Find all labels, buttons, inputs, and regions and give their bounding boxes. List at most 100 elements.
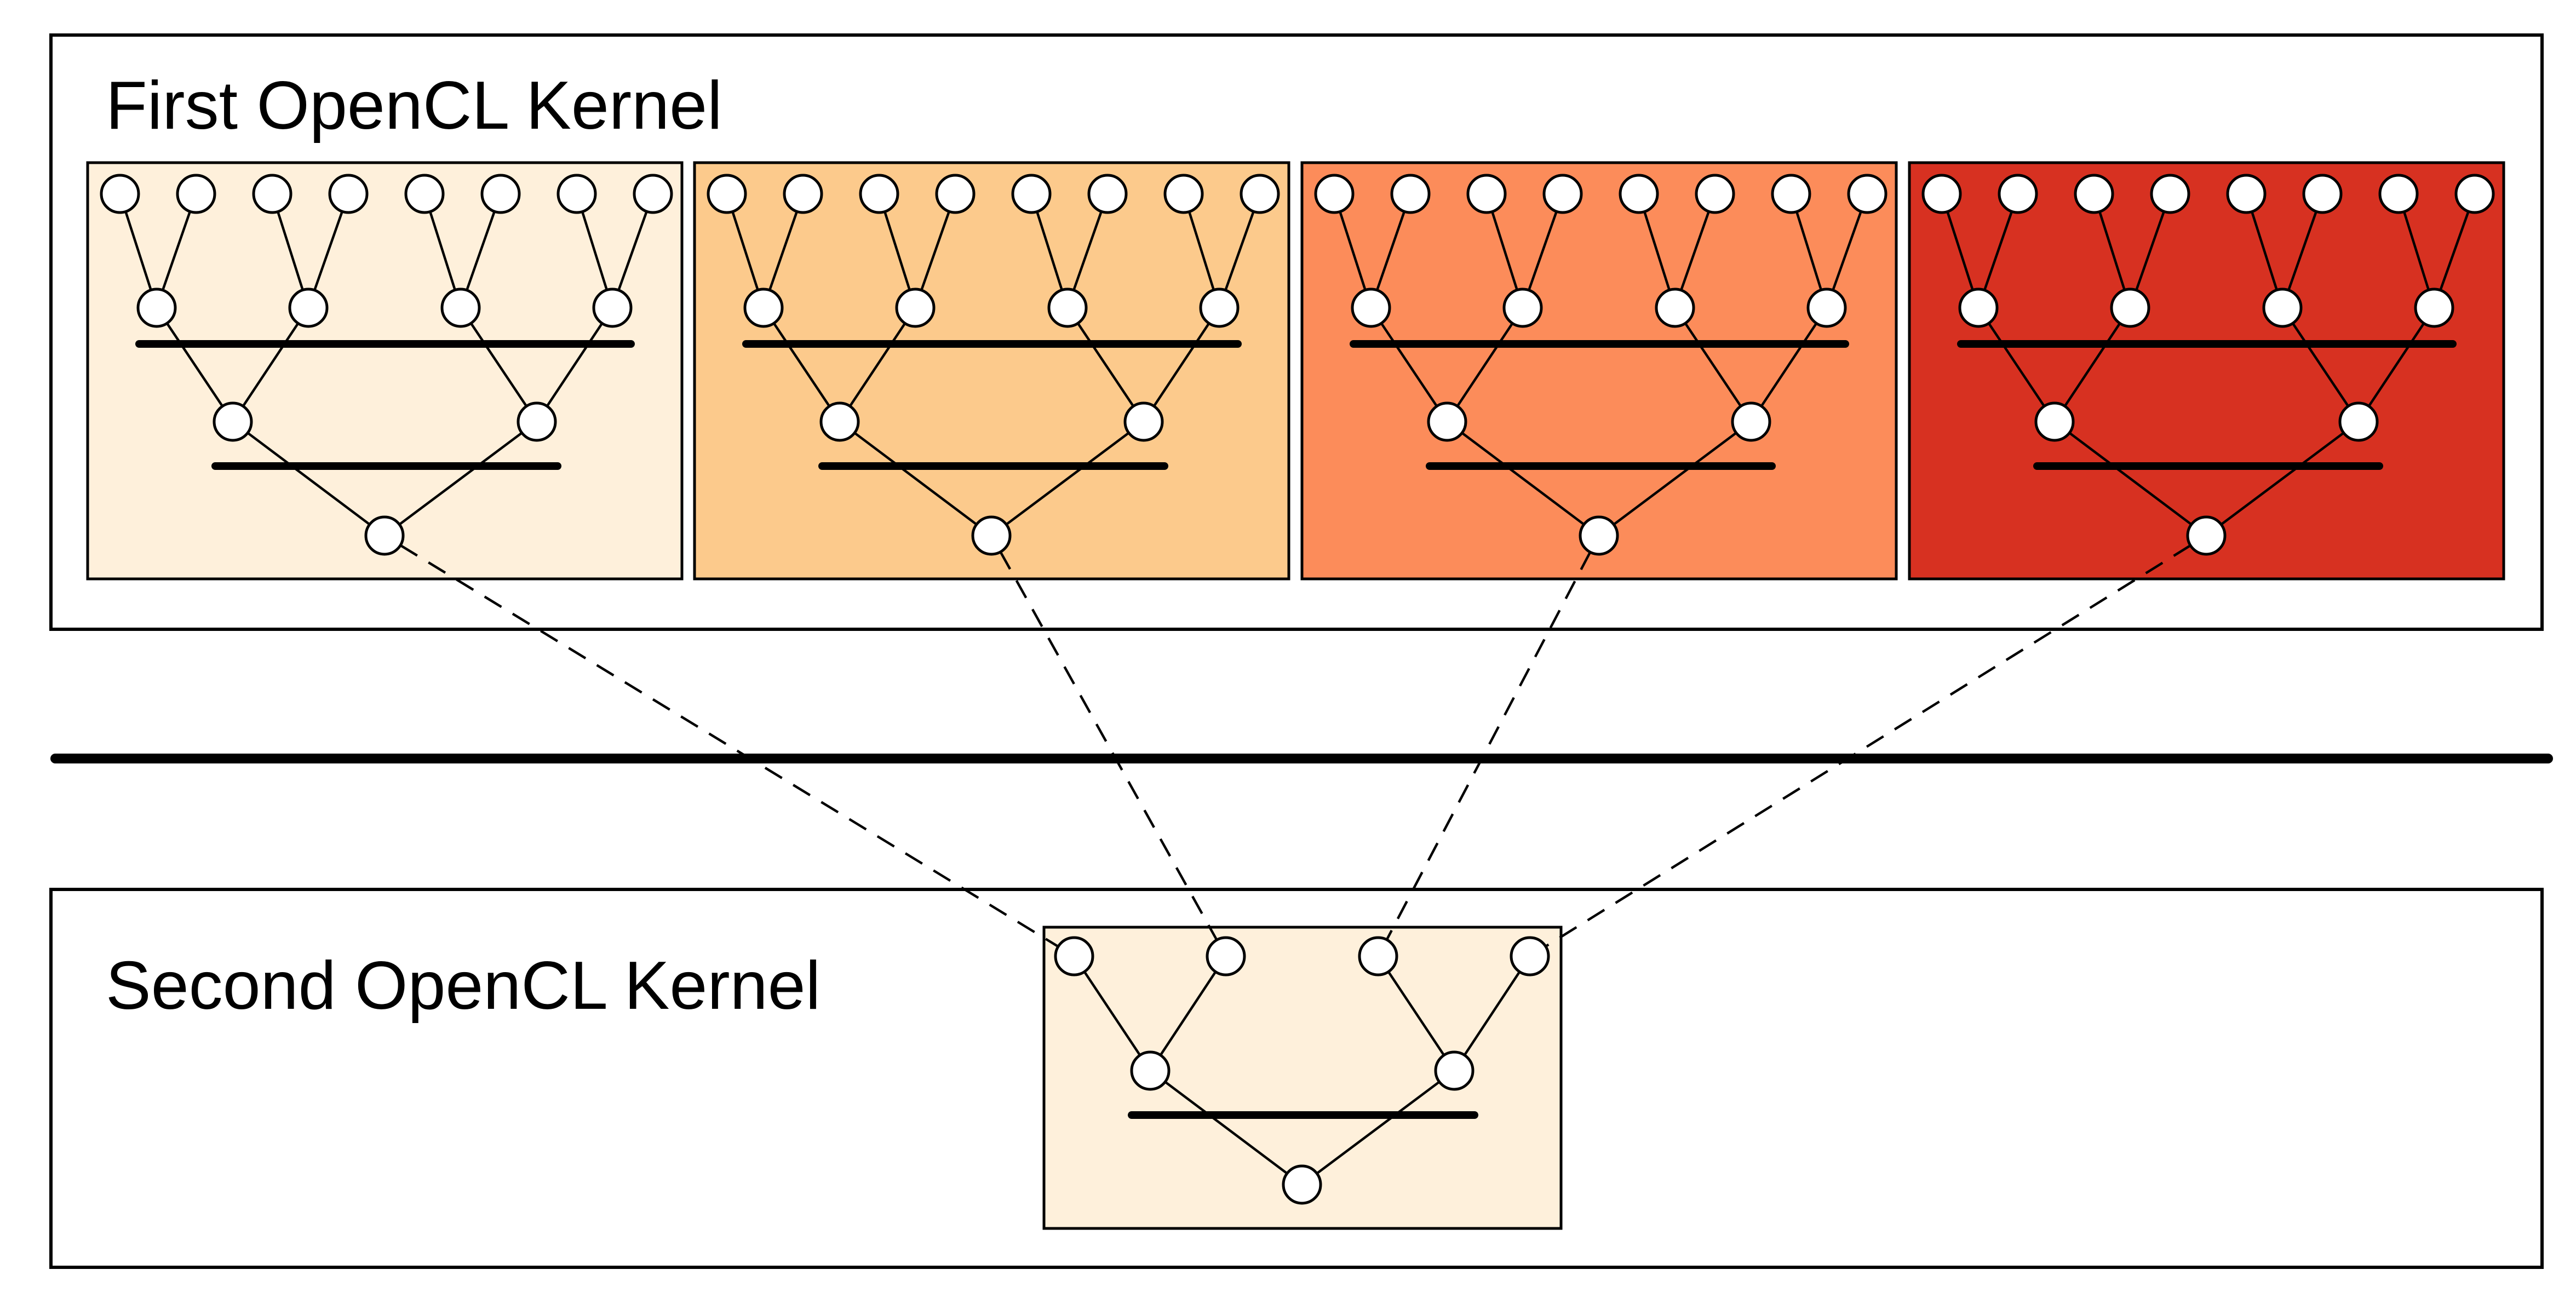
tree-edge — [1446, 421, 1600, 537]
tree-node — [1542, 174, 1583, 214]
tree-edge — [1453, 955, 1531, 1072]
tree-node — [1047, 288, 1088, 328]
tree-node — [783, 174, 823, 214]
tree-node — [1358, 936, 1398, 976]
tree-edge — [2053, 307, 2131, 423]
tree-node — [1510, 936, 1550, 976]
tree-edge — [1149, 955, 1227, 1072]
tree-node — [1958, 288, 1999, 328]
tree-edge — [1673, 193, 1717, 308]
tree-node — [2150, 174, 2190, 214]
second-work-group-tree — [1054, 936, 1550, 1205]
tree-node — [859, 174, 899, 214]
tree-edge — [1977, 307, 2056, 423]
tree-node — [328, 174, 369, 214]
tree-edge — [762, 307, 841, 423]
partial-result-links — [399, 544, 2191, 948]
tree-node — [440, 288, 481, 328]
first-kernel-panel: First OpenCL Kernel — [49, 33, 2544, 631]
work-group-box — [1908, 161, 2505, 581]
tree-edge — [460, 307, 538, 423]
tree-node — [2110, 288, 2150, 328]
tree-node — [2262, 288, 2303, 328]
work-group-2-tree — [707, 174, 1280, 556]
tree-node — [1199, 288, 1240, 328]
tree-edge — [1369, 193, 1412, 308]
tree-edge — [1066, 307, 1145, 423]
tree-node — [1314, 174, 1355, 214]
tree-node — [1130, 1050, 1171, 1091]
tree-node — [935, 174, 976, 214]
tree-node — [1054, 936, 1094, 976]
tree-node — [1655, 288, 1695, 328]
tree-edge — [1143, 307, 1220, 423]
tree-node — [1434, 1050, 1475, 1091]
first-kernel-title: First OpenCL Kernel — [106, 68, 722, 143]
work-group-1-tree — [100, 174, 673, 556]
work-group-4-tree — [1921, 174, 2495, 556]
tree-node — [592, 288, 633, 328]
tree-node — [252, 174, 292, 214]
second-kernel-work-groups — [1042, 926, 1563, 1230]
tree-edge — [1066, 193, 1109, 308]
tree-node — [2074, 174, 2114, 214]
second-kernel-title: Second OpenCL Kernel — [106, 948, 821, 1024]
tree-node — [1502, 288, 1543, 328]
tree-node — [1206, 936, 1246, 976]
tree-node — [1806, 288, 1847, 328]
tree-edge — [1750, 307, 1828, 423]
tree-edge — [1377, 955, 1455, 1072]
tree-edge — [990, 421, 1145, 537]
partial-result-link — [399, 544, 1059, 948]
partial-result-link — [1385, 552, 1592, 940]
tree-edge — [1521, 193, 1564, 308]
tree-node — [2302, 174, 2343, 214]
tree-node — [2226, 174, 2267, 214]
tree-node — [707, 174, 747, 214]
tree-edge — [1370, 307, 1448, 423]
tree-edge — [839, 421, 992, 537]
tree-edge — [611, 193, 655, 308]
tree-node — [2034, 401, 2075, 442]
tree-node — [288, 288, 329, 328]
tree-edge — [2205, 421, 2360, 537]
tree-edge — [914, 193, 957, 308]
tree-edge — [155, 193, 198, 308]
second-kernel-panel: Second OpenCL Kernel — [49, 888, 2544, 1269]
tree-node — [556, 174, 597, 214]
tree-node — [633, 174, 673, 214]
work-group-box — [693, 161, 1290, 581]
tree-edge — [1446, 307, 1524, 423]
tree-edge — [232, 421, 386, 537]
tree-node — [2378, 174, 2419, 214]
tree-node — [819, 401, 860, 442]
tree-node — [1695, 174, 1735, 214]
work-group-3 — [1300, 161, 1898, 581]
work-group-box — [1300, 161, 1898, 581]
tree-node — [1351, 288, 1391, 328]
root-node — [1579, 515, 1619, 556]
tree-node — [1123, 401, 1164, 442]
partial-result-link — [999, 551, 1218, 941]
tree-node — [1240, 174, 1280, 214]
tree-edge — [459, 193, 502, 308]
tree-node — [136, 288, 177, 328]
tree-node — [1466, 174, 1507, 214]
tree-node — [1847, 174, 1887, 214]
tree-node — [2414, 288, 2454, 328]
tree-edge — [232, 307, 309, 423]
tree-edge — [762, 193, 805, 308]
work-group-1 — [86, 161, 684, 581]
tree-edge — [536, 307, 613, 423]
tree-node — [2454, 174, 2495, 214]
tree-edge — [1218, 193, 1261, 308]
tree-node — [1427, 401, 1467, 442]
tree-node — [743, 288, 784, 328]
partial-result-link — [1545, 544, 2191, 947]
root-node — [2186, 515, 2227, 556]
second-work-group — [1042, 926, 1563, 1230]
tree-edge — [307, 193, 350, 308]
tree-edge — [1674, 307, 1752, 423]
tree-node — [2338, 401, 2379, 442]
